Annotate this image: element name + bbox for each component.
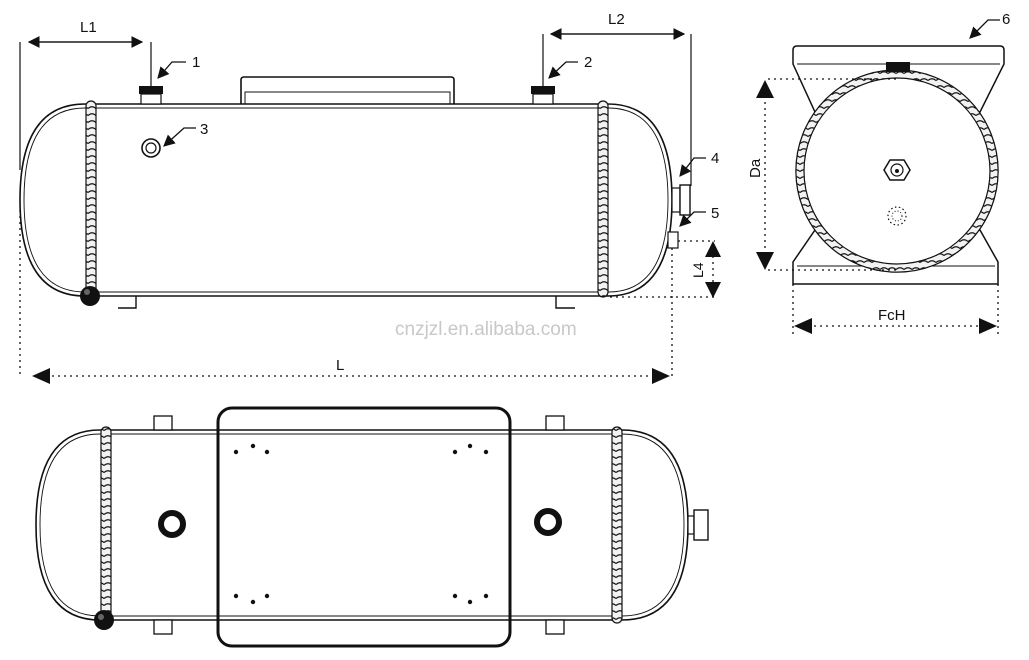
- top-view: [35, 406, 709, 648]
- dimension-l: L: [19, 210, 673, 384]
- dimension-l1: L1: [19, 19, 152, 170]
- end-view: 6 Da FcH: [747, 11, 1010, 334]
- port-4-fitting: [671, 184, 691, 216]
- foot-tab-top-left: [153, 415, 173, 431]
- dimension-l4: L4: [610, 240, 721, 298]
- end-view-top-bracket: [792, 45, 1005, 113]
- dimension-fch-label: FcH: [878, 307, 906, 324]
- port-3-fitting: [141, 138, 161, 158]
- dimension-l4-label: L4: [690, 262, 706, 278]
- mounting-plate-bolt-holes: [233, 443, 489, 605]
- end-view-hex-fitting: [883, 159, 911, 181]
- dimension-l2: L2: [542, 11, 692, 186]
- top-view-port-left: [158, 510, 186, 538]
- top-view-end-fitting: [693, 509, 709, 541]
- foot-tab-top-right: [545, 415, 565, 431]
- dimension-da-label: Da: [747, 158, 764, 178]
- dimension-l1-label: L1: [80, 19, 97, 36]
- callout-6-label: 6: [1002, 11, 1010, 28]
- dimension-da: Da: [747, 78, 897, 271]
- port-2-fitting: [531, 86, 555, 105]
- callout-5-label: 5: [711, 205, 719, 222]
- dimension-l-label: L: [336, 357, 344, 374]
- watermark: cnzjzl.en.alibaba.com: [395, 319, 577, 340]
- callout-4-label: 4: [711, 150, 719, 167]
- top-view-tank-body: [35, 429, 689, 621]
- dimension-fch: FcH: [792, 284, 999, 334]
- foot-tab-bottom-right: [545, 619, 565, 635]
- mounting-bracket-top: [240, 76, 455, 104]
- weld-band-right: [597, 100, 609, 298]
- drain-plug: [80, 286, 100, 306]
- port-5-fitting: [667, 231, 679, 249]
- top-view-port-right: [534, 508, 562, 536]
- callout-3-label: 3: [200, 121, 208, 138]
- side-view-tank-body: [19, 103, 673, 297]
- side-view: 1 2 3 4 5 L1 L2 L: [19, 11, 721, 384]
- dimension-l2-label: L2: [608, 11, 625, 28]
- end-view-drain-fitting: [887, 206, 907, 226]
- callout-1-label: 1: [192, 54, 200, 71]
- top-view-weld-band-right: [611, 426, 623, 624]
- weld-band-left: [85, 100, 97, 298]
- foot-tab-bottom-left: [153, 619, 173, 635]
- top-view-weld-band-left: [100, 426, 112, 624]
- mounting-plate: [216, 406, 512, 648]
- callout-2-label: 2: [584, 54, 592, 71]
- mounting-foot-left: [118, 296, 137, 309]
- port-1-fitting: [139, 86, 163, 105]
- mounting-foot-right: [555, 296, 575, 309]
